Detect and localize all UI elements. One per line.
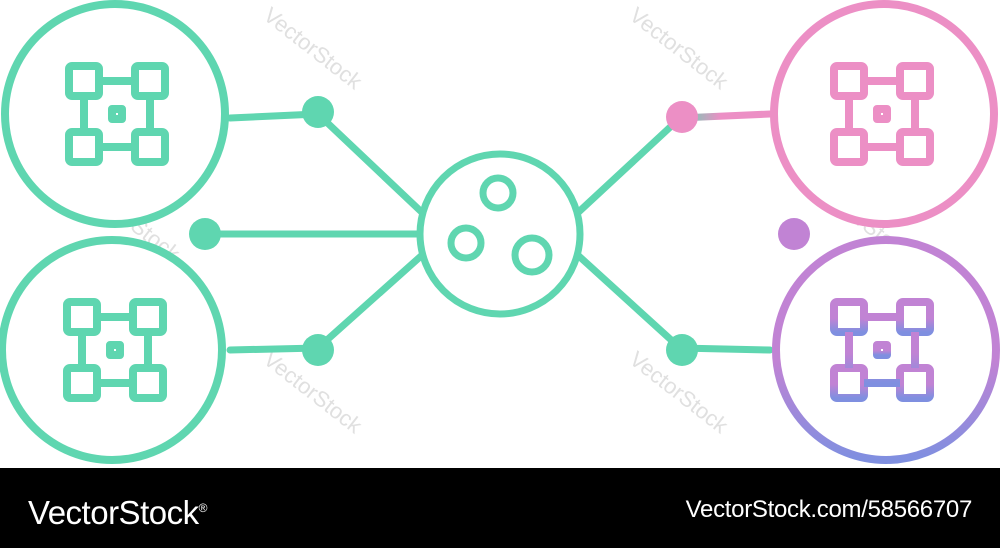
grid-node-icon (770, 0, 998, 228)
left-connectors (201, 110, 434, 354)
network-illustration: VectorStock VectorStock VectorStock Vect… (0, 0, 1000, 464)
footer-bar: VectorStock® VectorStock.com/58566707 (0, 468, 1000, 548)
junction-dots (189, 96, 810, 366)
junction-dot (666, 334, 698, 366)
brand-logo[interactable]: VectorStock® (28, 486, 207, 535)
registered-mark: ® (198, 501, 208, 515)
watermark-text: VectorStock (625, 2, 734, 95)
grid-node-icon (0, 236, 226, 464)
junction-dot (302, 334, 334, 366)
watermark-text: VectorStock (259, 2, 368, 95)
junction-dot (778, 218, 810, 250)
hub-circle-icon (416, 150, 584, 318)
junction-dot (189, 218, 221, 250)
brand-name: VectorStock (28, 494, 199, 531)
image-id-text: VectorStock.com/58566707 (685, 496, 973, 523)
grid-node-icon (772, 236, 1000, 464)
grid-node-icon (1, 0, 229, 228)
junction-dot (666, 101, 698, 133)
junction-dot (302, 96, 334, 128)
right-connectors (566, 110, 794, 354)
